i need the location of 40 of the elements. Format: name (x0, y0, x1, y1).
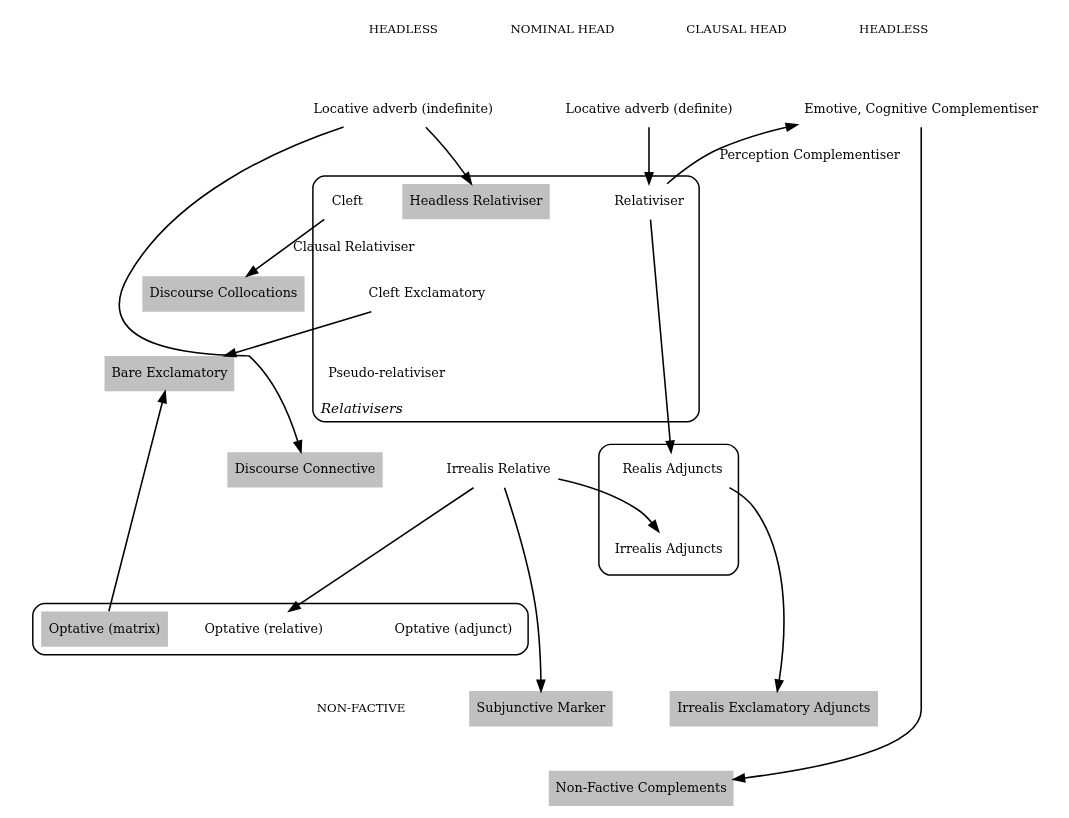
arrow (557, 478, 660, 534)
cluster (597, 443, 739, 576)
arrow (222, 310, 372, 358)
node-text: Optative (relative) (203, 620, 323, 636)
node-text: Pseudo-relativiser (327, 364, 445, 380)
node-text: Irrealis Relative (446, 461, 551, 477)
arrow (503, 487, 546, 694)
arrow (649, 218, 675, 455)
arrow (665, 122, 799, 185)
node-box: Discourse Collocations (141, 276, 305, 312)
arrow (244, 218, 325, 278)
arrow (643, 126, 654, 187)
label: CLAUSAL HEAD (685, 21, 787, 36)
node-text: Relativiser (613, 192, 684, 208)
node-text: Cleft (331, 192, 363, 208)
node-text: Optative (adjunct) (394, 620, 512, 636)
edge-label: Perception Complementiser (718, 146, 900, 162)
node-box: Bare Exclamatory (104, 355, 234, 392)
node-box: Subjunctive Marker (468, 691, 613, 727)
label: HEADLESS (368, 21, 438, 36)
node-text: Irrealis Adjuncts (614, 540, 723, 556)
node-box: Headless Relativiser (401, 183, 550, 220)
node-box: Non-Factive Complements (548, 770, 733, 807)
node-text: Locative adverb (indefinite) (313, 100, 493, 116)
node-box: Discourse Connective (226, 452, 383, 488)
arrow (730, 126, 922, 783)
node-text: Emotive, Cognitive Complementiser (803, 100, 1038, 116)
node-text: Realis Adjuncts (622, 461, 723, 477)
node-text: Locative adverb (definite) (564, 100, 733, 116)
node-box: Optative (matrix) (40, 611, 168, 647)
label: NON-FACTIVE (316, 700, 405, 715)
node-text: Cleft Exclamatory (368, 285, 485, 301)
arrow (728, 486, 785, 694)
arrow (107, 389, 167, 612)
arrow (286, 486, 474, 613)
node-box: Irrealis Exclamatory Adjuncts (669, 691, 878, 727)
arrow (118, 126, 344, 455)
arrow (424, 126, 473, 186)
label: HEADLESS (858, 21, 928, 36)
label: NOMINAL HEAD (510, 21, 614, 36)
